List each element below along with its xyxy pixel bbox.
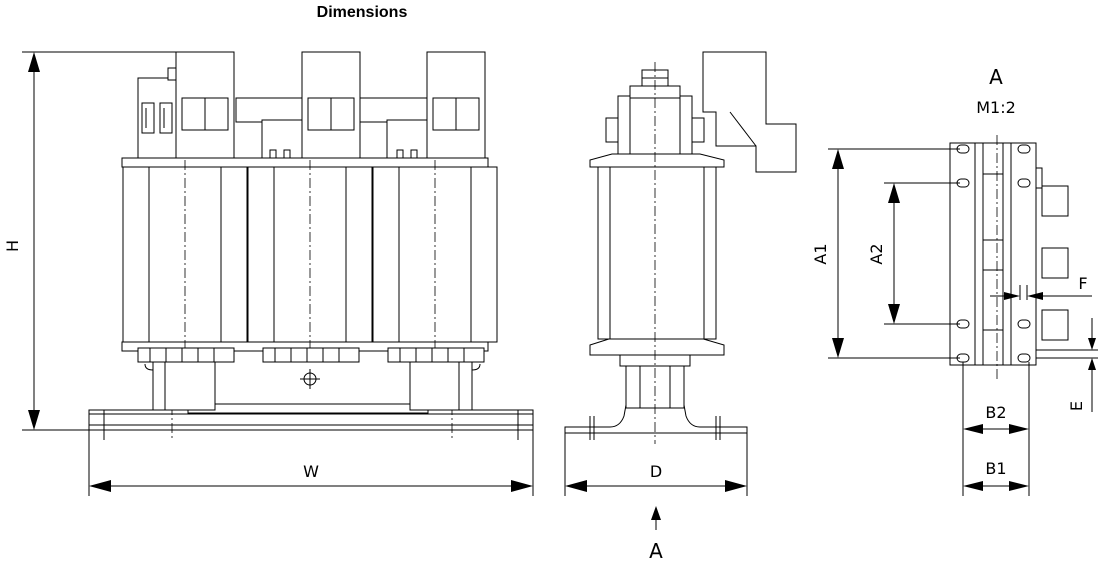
- dimension-w: [88, 430, 534, 496]
- label-a2: A2: [867, 243, 886, 264]
- page-title: Dimensions: [316, 4, 408, 21]
- label-h: H: [3, 240, 22, 252]
- dimension-f: [990, 285, 1092, 300]
- view-arrow: [651, 506, 661, 530]
- dimension-e: [1088, 318, 1096, 412]
- view-a-title: A: [989, 65, 1003, 89]
- view-arrow-label: A: [649, 539, 663, 563]
- terminal-block-3: [386, 51, 486, 159]
- view-a: [949, 135, 1098, 380]
- side-view: [564, 51, 797, 444]
- dimension-d: [564, 430, 748, 496]
- front-view: [88, 51, 534, 440]
- coil-left: [122, 160, 248, 363]
- dimension-b2: [962, 362, 1030, 440]
- coil-right: [372, 160, 498, 363]
- coil-middle: [247, 160, 373, 363]
- dimension-a1: [828, 148, 960, 359]
- dimension-h: [22, 51, 178, 431]
- view-a-scale: M1:2: [976, 98, 1016, 117]
- label-b1: B1: [985, 459, 1006, 478]
- label-b2: B2: [985, 403, 1006, 422]
- label-f: F: [1078, 274, 1087, 293]
- dimension-b1: [962, 440, 1030, 496]
- label-e: E: [1067, 401, 1086, 411]
- dimension-a2: [884, 182, 960, 325]
- terminal-block-2: [261, 51, 361, 159]
- label-d: D: [650, 462, 662, 481]
- terminal-block-1: [167, 51, 235, 159]
- label-w: W: [303, 462, 319, 481]
- label-a1: A1: [811, 243, 830, 264]
